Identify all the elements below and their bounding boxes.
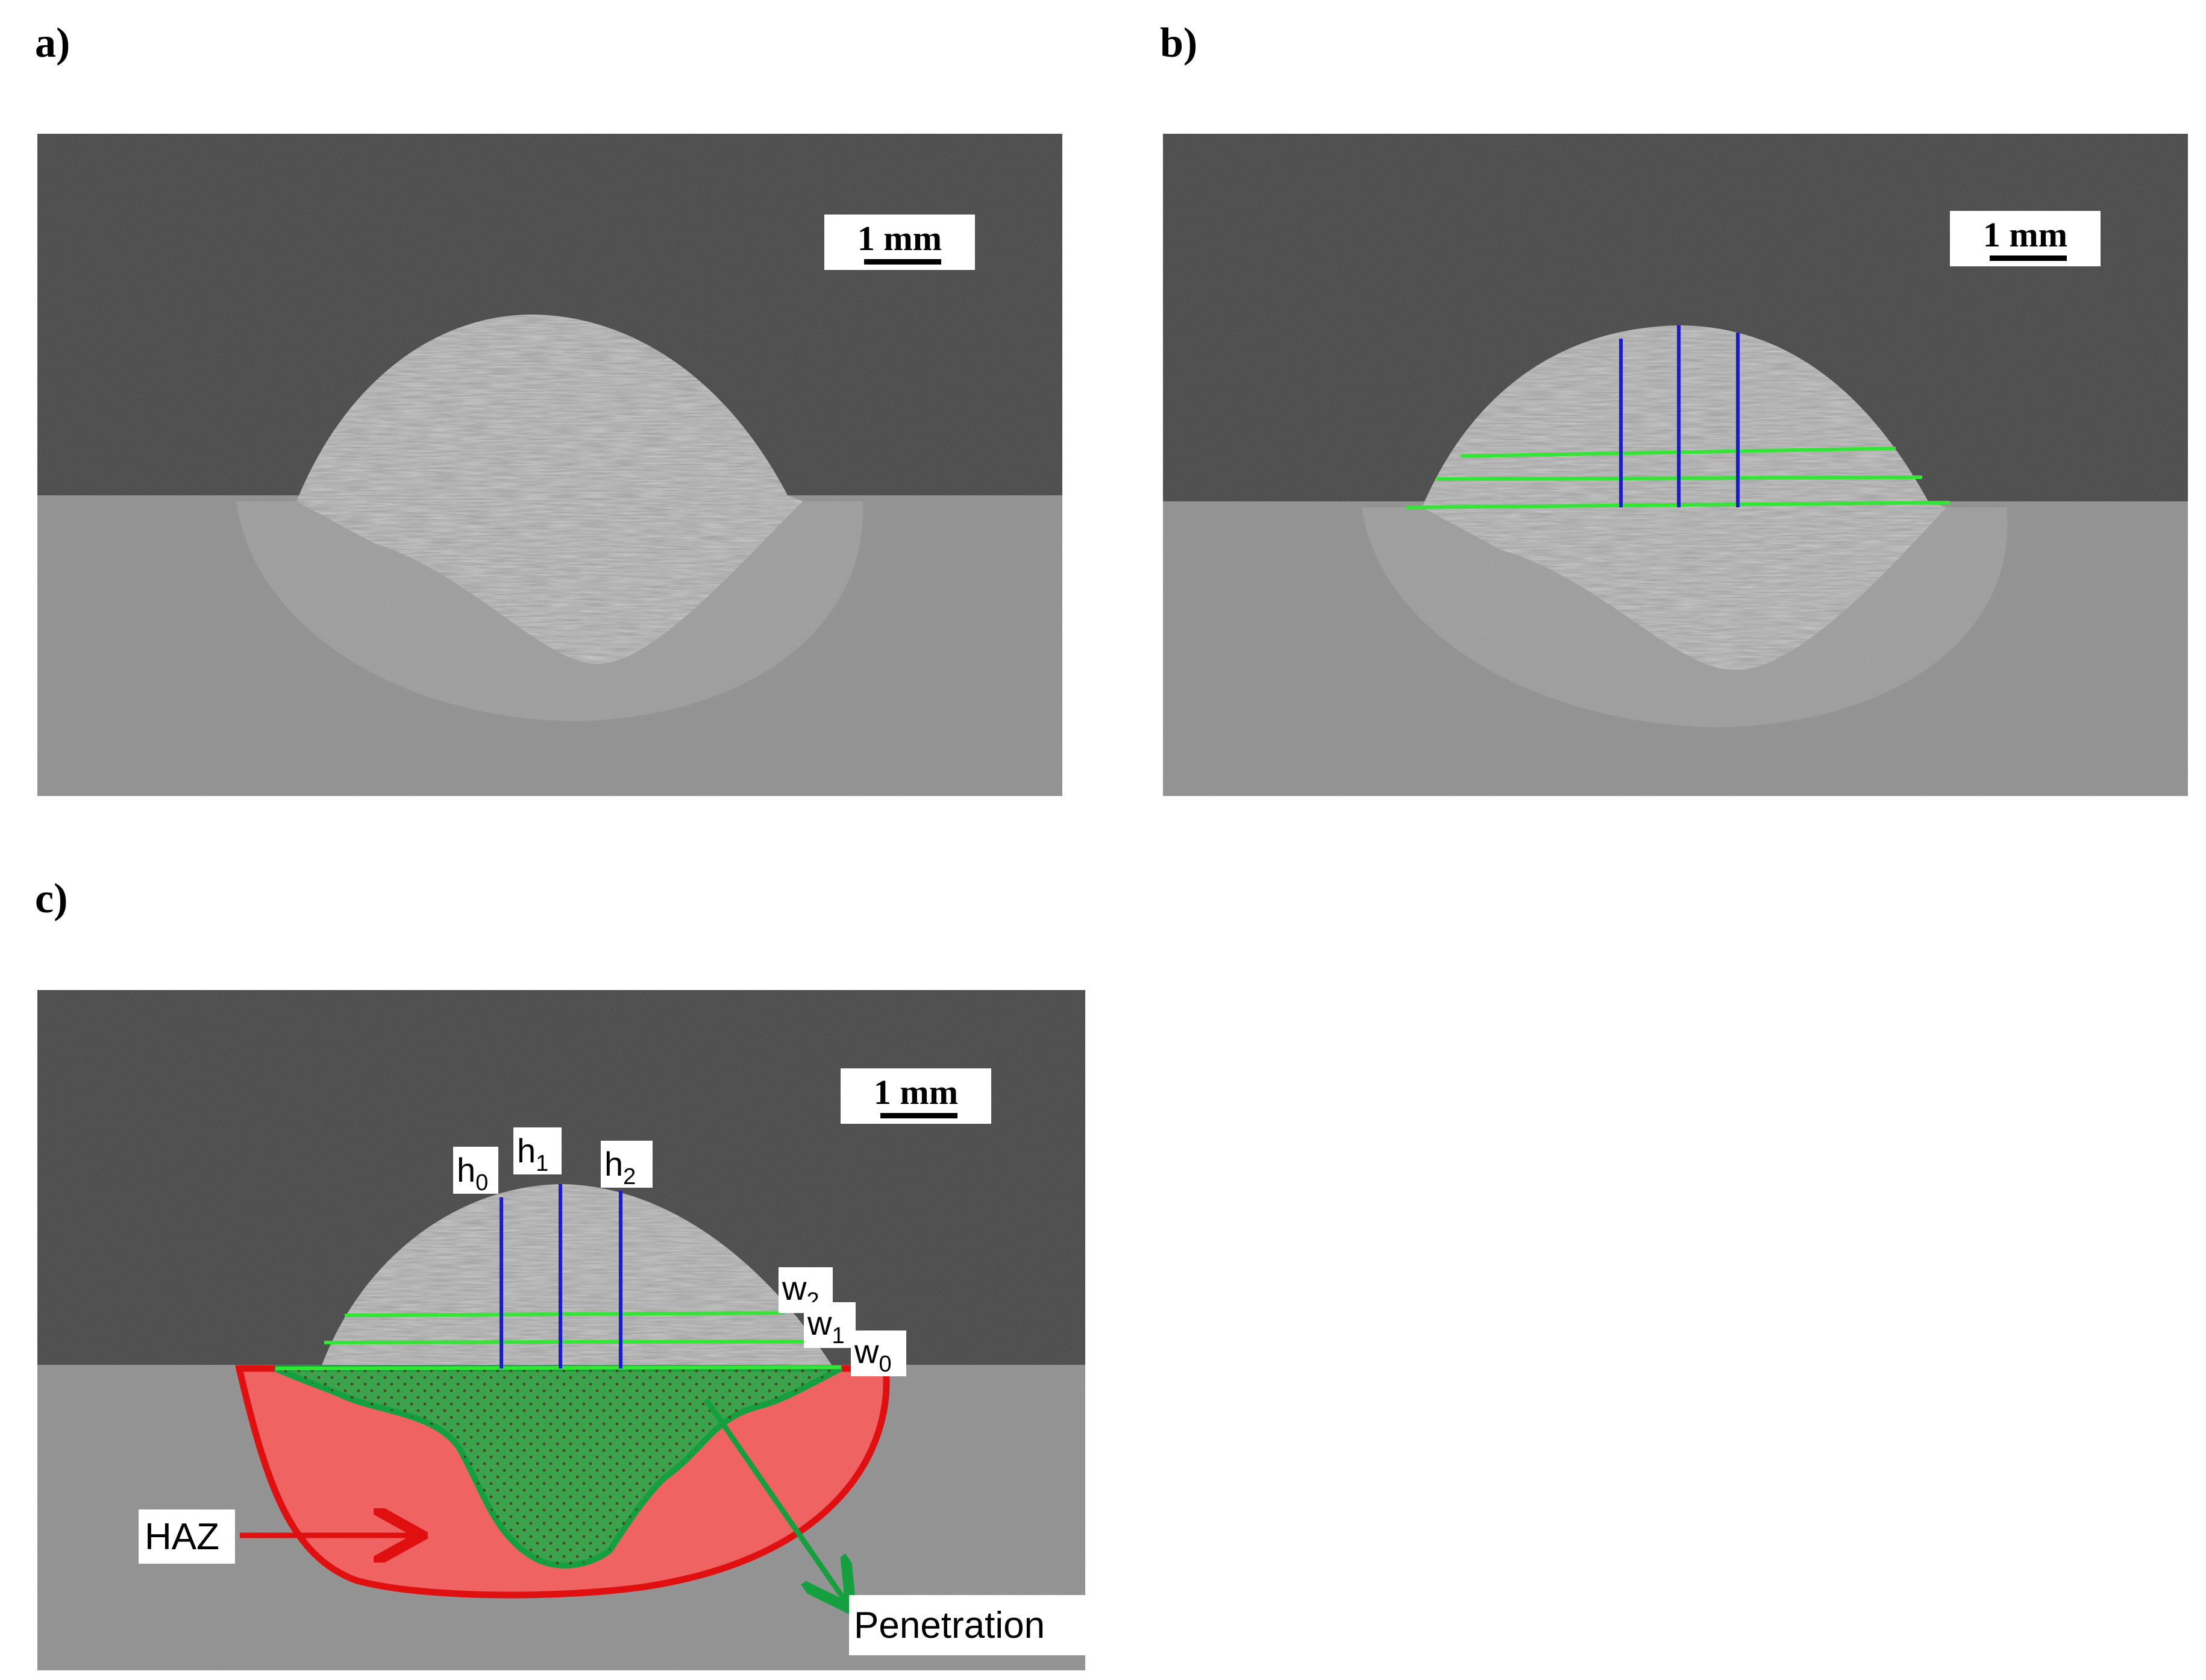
micrograph-c-image: h0 h1 h2 w2 w1 w0 HAZ bbox=[37, 990, 1085, 1670]
panel-label-b: b) bbox=[1160, 20, 1198, 66]
penetration-label: Penetration bbox=[849, 1595, 1085, 1655]
width-label-w1: w1 bbox=[804, 1302, 856, 1349]
scale-bar-label-c: 1 mm bbox=[873, 1073, 959, 1112]
svg-text:h0: h0 bbox=[457, 1151, 488, 1196]
micrograph-panel-a: 1 mm bbox=[37, 134, 1062, 796]
svg-text:w0: w0 bbox=[854, 1332, 892, 1377]
panel-label-a: a) bbox=[35, 20, 71, 66]
scale-bar-line-c bbox=[880, 1113, 957, 1118]
scale-bar-line-b bbox=[1990, 255, 2067, 261]
scale-bar-box-c: 1 mm bbox=[841, 1068, 991, 1124]
width-measure-lines-c bbox=[275, 1311, 842, 1370]
penetration-arrow bbox=[704, 1398, 848, 1605]
height-label-h1: h1 bbox=[513, 1127, 562, 1176]
haz-label: HAZ bbox=[139, 1509, 235, 1564]
svg-text:h2: h2 bbox=[604, 1145, 636, 1189]
micrograph-panel-c: h0 h1 h2 w2 w1 w0 HAZ bbox=[37, 990, 1085, 1670]
width-label-w0: w0 bbox=[851, 1331, 906, 1377]
scale-bar-line-a bbox=[864, 259, 941, 265]
height-measure-lines-c bbox=[500, 1184, 622, 1368]
height-label-h0: h0 bbox=[453, 1147, 498, 1196]
svg-text:h1: h1 bbox=[517, 1132, 548, 1176]
svg-text:w1: w1 bbox=[807, 1304, 845, 1349]
scale-bar-box-b: 1 mm bbox=[1950, 211, 2101, 266]
svg-text:HAZ: HAZ bbox=[145, 1516, 219, 1558]
height-label-h2: h2 bbox=[601, 1141, 653, 1189]
micrograph-panel-b: 1 mm bbox=[1163, 134, 2188, 796]
panel-label-c: c) bbox=[35, 876, 68, 922]
scale-bar-label-b: 1 mm bbox=[1982, 215, 2068, 254]
height-measure-lines-b bbox=[1619, 325, 1740, 507]
scale-bar-label-a: 1 mm bbox=[857, 219, 942, 258]
scale-bar-box-a: 1 mm bbox=[824, 215, 975, 270]
svg-text:Penetration: Penetration bbox=[854, 1605, 1045, 1646]
